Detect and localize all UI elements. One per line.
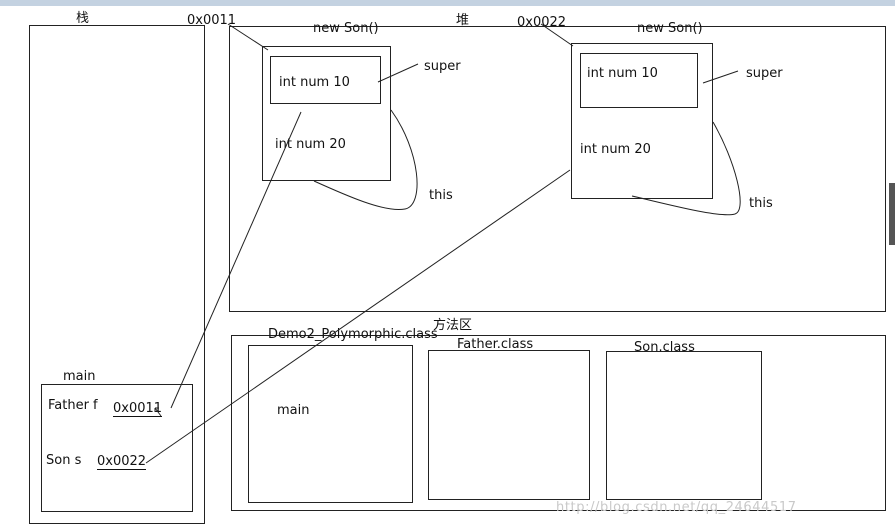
object1-this-label: this: [429, 188, 453, 203]
demo-main-method: main: [277, 403, 310, 418]
son-class-name: Son.class: [634, 340, 695, 355]
object2-super-region: [580, 53, 698, 108]
son-class-box: [606, 351, 762, 500]
object1-title: new Son(): [313, 21, 379, 36]
object1-super-field: int num 10: [279, 75, 350, 90]
blog-watermark: http://blog.csdn.net/qq_24644517: [556, 500, 797, 515]
demo-class-box: [248, 345, 413, 503]
object2-title: new Son(): [637, 21, 703, 36]
object1-own-field: int num 20: [275, 137, 346, 152]
heap-title: 堆: [456, 13, 470, 28]
object2-own-field: int num 20: [580, 142, 651, 157]
father-class-box: [428, 350, 590, 500]
object2-super-label: super: [746, 66, 783, 81]
main-frame-title: main: [63, 369, 96, 384]
object1-address: 0x0011: [187, 13, 237, 28]
demo-class-name: Demo2_Polymorphic.class: [268, 327, 438, 342]
scrollbar-thumb[interactable]: [889, 183, 895, 245]
son-variable-label: Son s: [46, 453, 82, 468]
father-class-name: Father.class: [457, 337, 534, 352]
object1-super-label: super: [424, 59, 461, 74]
object2-this-label: this: [749, 196, 773, 211]
object2-super-field: int num 10: [587, 66, 658, 81]
window-top-bar: [0, 0, 895, 6]
father-variable-label: Father f: [48, 398, 98, 413]
method-area-title: 方法区: [433, 318, 473, 333]
stack-title: 栈: [76, 11, 90, 26]
father-variable-value: 0x0011: [113, 401, 163, 417]
object2-address: 0x0022: [517, 15, 567, 30]
son-variable-value: 0x0022: [97, 454, 147, 470]
